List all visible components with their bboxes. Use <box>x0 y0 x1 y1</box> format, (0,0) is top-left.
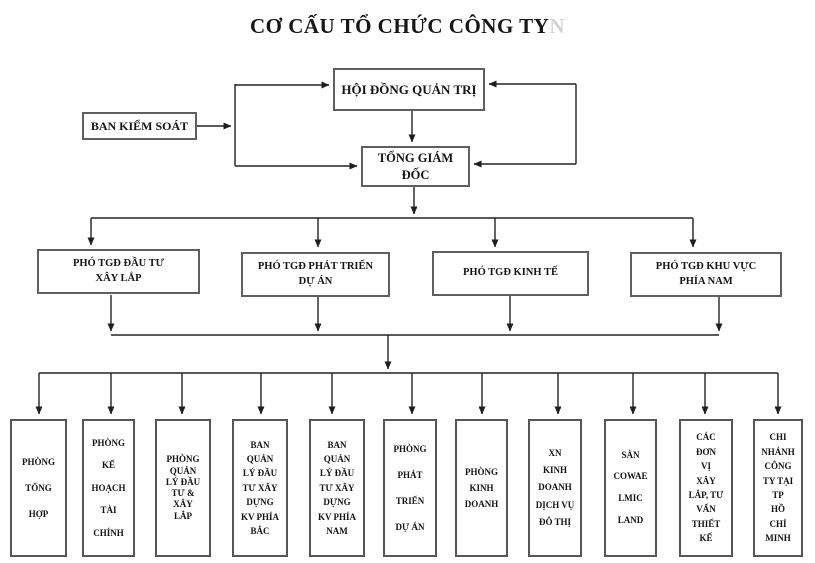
page-title-text: CƠ CẤU TỔ CHỨC CÔNG TY <box>249 14 550 38</box>
node-deputy-southern-region: PHÓ TGĐ KHU VỰC PHÍA NAM <box>630 252 782 297</box>
department-node: PHÒNG QUẢN LÝ ĐẦU TƯ & XÂY LẮP <box>155 419 211 557</box>
node-supervisory-board: BAN KIỂM SOÁT <box>82 112 197 140</box>
department-node: BAN QUẢN LÝ ĐẦU TƯ XÂY DỰNG KV PHÍA BẮC <box>232 419 288 557</box>
node-deputy-construction-investment: PHÓ TGĐ ĐẦU TƯ XÂY LẮP <box>37 249 200 294</box>
department-node: PHÒNG KẾ HOẠCH TÀI CHÍNH <box>82 419 135 557</box>
page-title: CƠ CẤU TỔ CHỨC CÔNG TYN <box>0 14 815 39</box>
department-node: BAN QUẢN LÝ ĐẦU TƯ XÂY DỰNG KV PHÍA NAM <box>309 419 365 557</box>
department-node: PHÒNG KINH DOANH <box>455 419 508 557</box>
department-bus-connectors <box>39 295 778 374</box>
department-node: PHÒNG TỔNG HỢP <box>10 419 67 557</box>
deputy-level-connectors <box>87 217 697 248</box>
department-node: CHI NHÁNH CÔNG TY TẠI TP HỒ CHÍ MINH <box>753 419 803 557</box>
department-node: XN KINH DOANH DỊCH VỤ ĐÔ THỊ <box>528 419 582 557</box>
department-node: SÀN COWAE LMIC LAND <box>604 419 657 557</box>
department-node: CÁC ĐƠN VỊ XÂY LẮP, TƯ VẤN THIẾT KẾ <box>679 419 733 557</box>
node-deputy-project-development: PHÓ TGĐ PHÁT TRIỂN DỰ ÁN <box>241 252 390 297</box>
node-general-director: TỔNG GIÁM ĐỐC <box>361 146 470 187</box>
department-node: PHÒNG PHÁT TRIỂN DỰ ÁN <box>383 419 437 557</box>
node-board-of-directors: HỘI ĐỒNG QUẢN TRỊ <box>333 68 485 111</box>
page-title-faded-letter: N <box>549 14 566 38</box>
department-drop-connectors <box>35 373 782 415</box>
node-deputy-economics: PHÓ TGĐ KINH TẾ <box>432 251 589 296</box>
